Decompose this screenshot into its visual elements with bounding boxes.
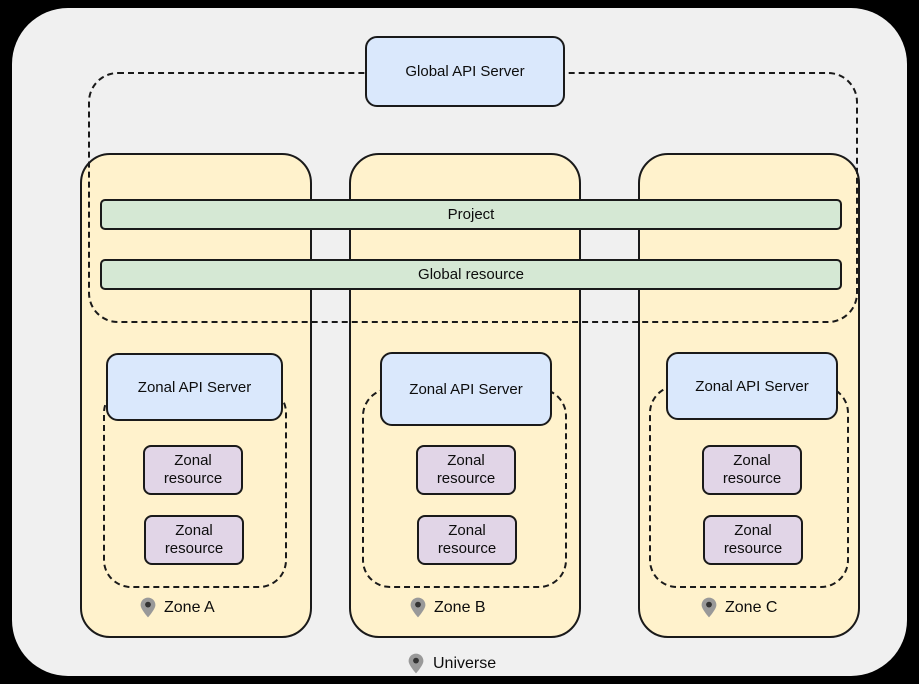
map-pin-icon: [701, 597, 717, 618]
zonal-resource-line-2: resource: [722, 470, 782, 487]
zonal-resource-line-1: Zonal: [447, 452, 485, 469]
zonal-resource-node-zone-a-1[interactable]: Zonal resource: [143, 445, 243, 495]
global-api-server-node[interactable]: Global API Server: [365, 36, 565, 107]
zonal-resource-line-2: resource: [437, 540, 497, 557]
zonal-resource-line-1: Zonal: [734, 522, 772, 539]
zonal-api-server-node-zone-b[interactable]: Zonal API Server: [380, 352, 552, 426]
zonal-resource-line-1: Zonal: [733, 452, 771, 469]
zonal-api-server-node-zone-a[interactable]: Zonal API Server: [106, 353, 283, 421]
universe-label: Universe: [408, 653, 496, 674]
map-pin-icon: [140, 597, 156, 618]
zonal-resource-line-2: resource: [163, 470, 223, 487]
zonal-resource-node-zone-c-2[interactable]: Zonal resource: [703, 515, 803, 565]
universe-container: Project Global resource Global API Serve…: [12, 8, 907, 676]
zonal-resource-node-zone-b-2[interactable]: Zonal resource: [417, 515, 517, 565]
zone-label-text: Zone C: [725, 598, 778, 616]
zonal-api-server-node-zone-c[interactable]: Zonal API Server: [666, 352, 838, 420]
global-bar-global-resource[interactable]: Global resource: [100, 259, 842, 290]
universe-label-text: Universe: [433, 654, 497, 672]
zone-label-text: Zone A: [164, 598, 215, 616]
zonal-resource-line-1: Zonal: [448, 522, 486, 539]
zonal-resource-node-zone-b-1[interactable]: Zonal resource: [416, 445, 516, 495]
zone-label-text: Zone B: [434, 598, 486, 616]
zonal-resource-node-zone-a-2[interactable]: Zonal resource: [144, 515, 244, 565]
zonal-resource-line-1: Zonal: [174, 452, 212, 469]
zonal-resource-line-2: resource: [436, 470, 496, 487]
global-bar-project[interactable]: Project: [100, 199, 842, 230]
zonal-resource-line-2: resource: [164, 540, 224, 557]
map-pin-icon: [410, 597, 426, 618]
zone-label-zone-a: Zone A: [140, 597, 215, 618]
zone-label-zone-b: Zone B: [410, 597, 486, 618]
zonal-resource-line-1: Zonal: [175, 522, 213, 539]
zonal-resource-line-2: resource: [723, 540, 783, 557]
zonal-resource-node-zone-c-1[interactable]: Zonal resource: [702, 445, 802, 495]
map-pin-icon: [408, 653, 424, 674]
zone-label-zone-c: Zone C: [701, 597, 777, 618]
